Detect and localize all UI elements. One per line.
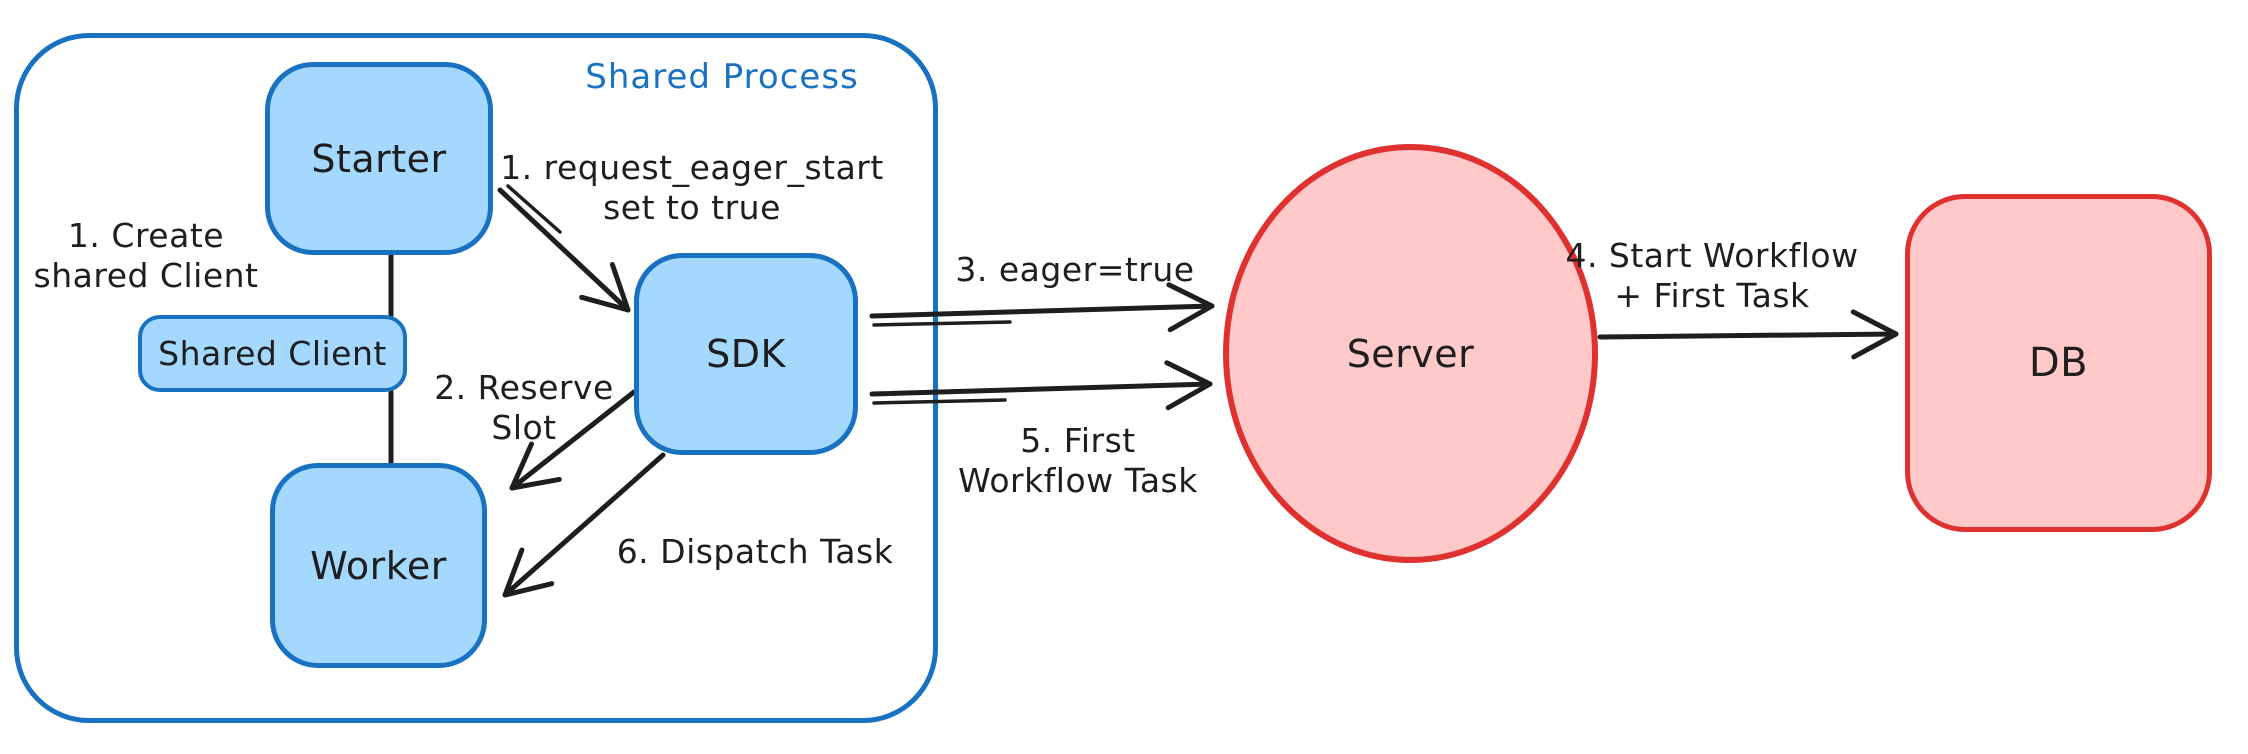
sdk-label: SDK bbox=[706, 332, 786, 376]
worker-label: Worker bbox=[310, 543, 447, 588]
annotation-first-workflow-task: 5. First Workflow Task bbox=[958, 421, 1198, 501]
annotation-create-shared-client-line2: shared Client bbox=[33, 256, 259, 295]
annotation-create-shared-client-line1: 1. Create bbox=[67, 216, 225, 255]
annotation-request-eager-start-line1: 1. request_eager_start bbox=[500, 148, 884, 187]
annotation-first-workflow-task-line2: Workflow Task bbox=[958, 461, 1198, 500]
annotation-reserve-slot-line2: Slot bbox=[491, 408, 557, 447]
sdk-node: SDK bbox=[634, 253, 858, 455]
shared-process-container bbox=[14, 33, 938, 723]
worker-node: Worker bbox=[270, 463, 487, 668]
annotation-request-eager-start: 1. request_eager_start set to true bbox=[500, 148, 884, 228]
annotation-eager-true-text: 3. eager=true bbox=[955, 250, 1195, 289]
shared-process-label: Shared Process bbox=[585, 57, 859, 97]
annotation-reserve-slot: 2. Reserve Slot bbox=[434, 368, 614, 448]
annotation-first-workflow-task-line1: 5. First bbox=[1020, 421, 1136, 460]
annotation-start-workflow: 4. Start Workflow + First Task bbox=[1565, 236, 1858, 316]
annotation-start-workflow-line1: 4. Start Workflow bbox=[1565, 236, 1859, 275]
db-label: DB bbox=[2028, 340, 2089, 386]
arrow-server-to-db bbox=[1597, 309, 1899, 360]
annotation-reserve-slot-line1: 2. Reserve bbox=[434, 368, 614, 407]
db-node: DB bbox=[1905, 194, 2212, 532]
shared-client-label: Shared Client bbox=[158, 334, 387, 373]
annotation-dispatch-task-text: 6. Dispatch Task bbox=[616, 532, 894, 571]
shared-client-node: Shared Client bbox=[138, 315, 407, 392]
annotation-eager-true: 3. eager=true bbox=[955, 250, 1194, 290]
starter-label: Starter bbox=[311, 136, 447, 181]
annotation-start-workflow-line2: + First Task bbox=[1614, 276, 1810, 315]
annotation-create-shared-client: 1. Create shared Client bbox=[34, 216, 259, 296]
starter-node: Starter bbox=[265, 62, 493, 255]
annotation-dispatch-task: 6. Dispatch Task bbox=[617, 532, 894, 572]
annotation-request-eager-start-line2: set to true bbox=[603, 188, 781, 227]
server-node: Server bbox=[1223, 144, 1598, 563]
server-label: Server bbox=[1346, 331, 1475, 376]
